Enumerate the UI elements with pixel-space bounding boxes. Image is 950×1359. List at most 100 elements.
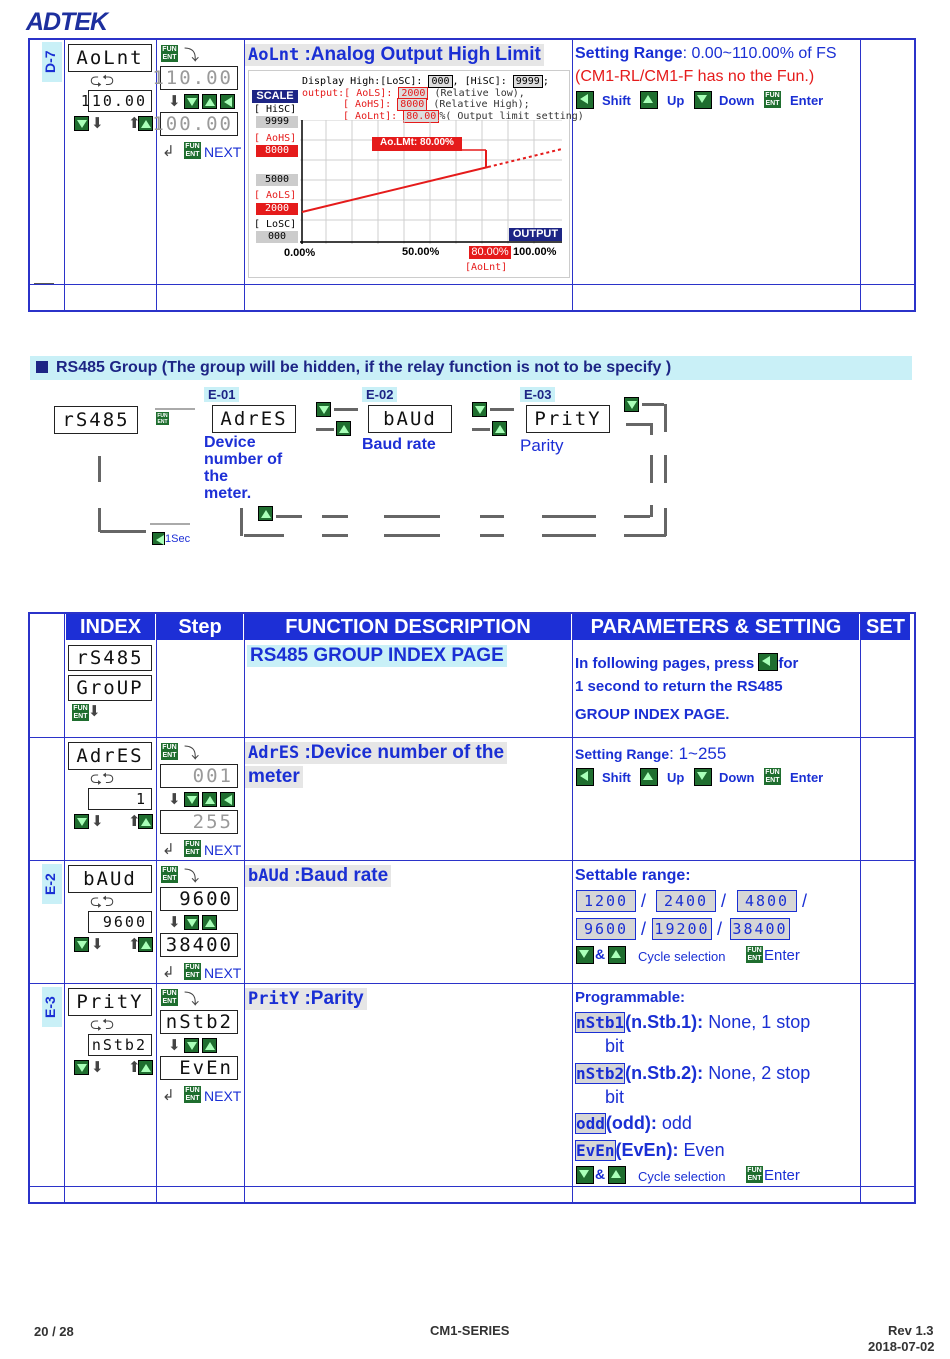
down-arrow-icon: ⬇ [91,1059,104,1076]
header-step: Step [157,614,243,640]
up-key-icon[interactable] [336,421,351,436]
row3-range-label: Settable range: [575,867,691,884]
up-key-icon[interactable] [640,91,658,109]
up-key-icon[interactable] [492,421,507,436]
square-bullet-icon [36,361,48,373]
row4-side-label: E-3 [42,987,62,1027]
down-key-icon[interactable] [694,768,712,786]
parity-option-nstb2-cont: bit [605,1087,625,1107]
row1-para-1: In following pages, press for [575,653,799,672]
shift-key-icon[interactable] [576,91,594,109]
next-label: NEXT [204,842,242,858]
down-key-icon[interactable] [576,1166,594,1184]
baud-option-1200[interactable]: 1200 [576,890,636,912]
up-key-icon[interactable] [138,814,153,829]
down-key-icon[interactable] [74,937,89,952]
up-key-icon[interactable] [138,937,153,952]
scale-badge: SCALE [252,90,298,103]
shift-key-icon[interactable] [152,532,165,545]
x-tick-50: 50.00% [402,246,440,258]
parity-option-odd[interactable]: odd(odd): odd [575,1113,692,1134]
cycle-arrow-icon: ⮎⮌ [90,893,115,910]
up-key-icon[interactable] [608,946,626,964]
shift-key-icon[interactable] [576,768,594,786]
cycle-arrow-icon: ⮎⮌ [90,72,115,89]
row2-step-bottom-display: 255 [160,810,238,834]
row4-step-top-display: nStb2 [160,1010,238,1034]
hisc-tag: [ HiSC] [254,104,297,115]
main-table [28,612,916,1204]
parity-option-nstb1[interactable]: nStb1(n.Stb.1): None, 1 stop [575,1012,811,1033]
parity-option-nstb2[interactable]: nStb2(n.Stb.2): None, 2 stop [575,1063,811,1084]
shift-key-icon[interactable] [758,653,779,671]
cycle-arrow-icon: ⮎⮌ [90,770,115,787]
shift-key-icon[interactable] [220,792,235,807]
up-key-icon[interactable] [258,506,273,521]
row1-display-2: GroUP [68,675,152,701]
e02-display: bAUd [368,405,452,433]
up-key-icon[interactable] [138,1060,153,1075]
up-key-icon[interactable] [202,1038,217,1053]
up-arrow-icon: ⬆ [128,936,141,953]
down-key-icon[interactable] [184,94,199,109]
up-key-icon[interactable] [138,116,153,131]
down-key-icon[interactable] [576,946,594,964]
up-key-icon[interactable] [202,94,217,109]
e03-label: E-03 [520,387,556,402]
baud-option-4800[interactable]: 4800 [737,890,797,912]
return-arrow-icon: ↲ [162,964,175,981]
baud-option-38400[interactable]: 38400 [730,918,790,940]
d7-title: AoLnt :Analog Output High Limit [245,44,544,66]
row4-title-code: PritY [248,989,300,1009]
row4-prog: Programmable: [575,989,686,1006]
down-key-icon[interactable] [74,1060,89,1075]
header-parameters: PARAMETERS & SETTING [573,614,859,640]
up-key-icon[interactable] [202,792,217,807]
down-key-icon[interactable] [74,814,89,829]
down-key-icon[interactable] [624,397,639,412]
row4-cycle-label: Cycle selection [638,1169,726,1184]
down-key-icon[interactable] [184,792,199,807]
baud-option-19200[interactable]: 19200 [652,918,712,940]
baud-option-2400[interactable]: 2400 [656,890,716,912]
up-key-icon[interactable] [640,768,658,786]
flow-arrow [155,408,195,410]
row3-step-top-display: 9600 [160,887,238,911]
e03-desc: Parity [520,436,564,455]
baud-option-9600[interactable]: 9600 [576,918,636,940]
shift-key-icon[interactable] [220,94,235,109]
up-key-icon[interactable] [202,915,217,930]
down-arrow-icon: ⬇ [168,93,181,110]
up-label: Up [667,93,685,108]
down-key-icon[interactable] [694,91,712,109]
parity-option-even[interactable]: EvEn(EvEn): Even [575,1140,725,1161]
row4-step-bottom-display: EvEn [160,1056,238,1080]
down-key-icon[interactable] [316,402,331,417]
down-key-icon[interactable] [184,1038,199,1053]
enter-label: Enter [790,770,824,785]
row1-para-3: GROUP INDEX PAGE. [575,706,730,723]
up-label: Up [667,770,685,785]
down-key-icon[interactable] [472,402,487,417]
shift-label: Shift [602,770,631,785]
down-key-icon[interactable] [184,915,199,930]
down-key-icon[interactable] [74,116,89,131]
d7-table [28,38,916,312]
header-set: SET [861,614,910,640]
up-key-icon[interactable] [608,1166,626,1184]
